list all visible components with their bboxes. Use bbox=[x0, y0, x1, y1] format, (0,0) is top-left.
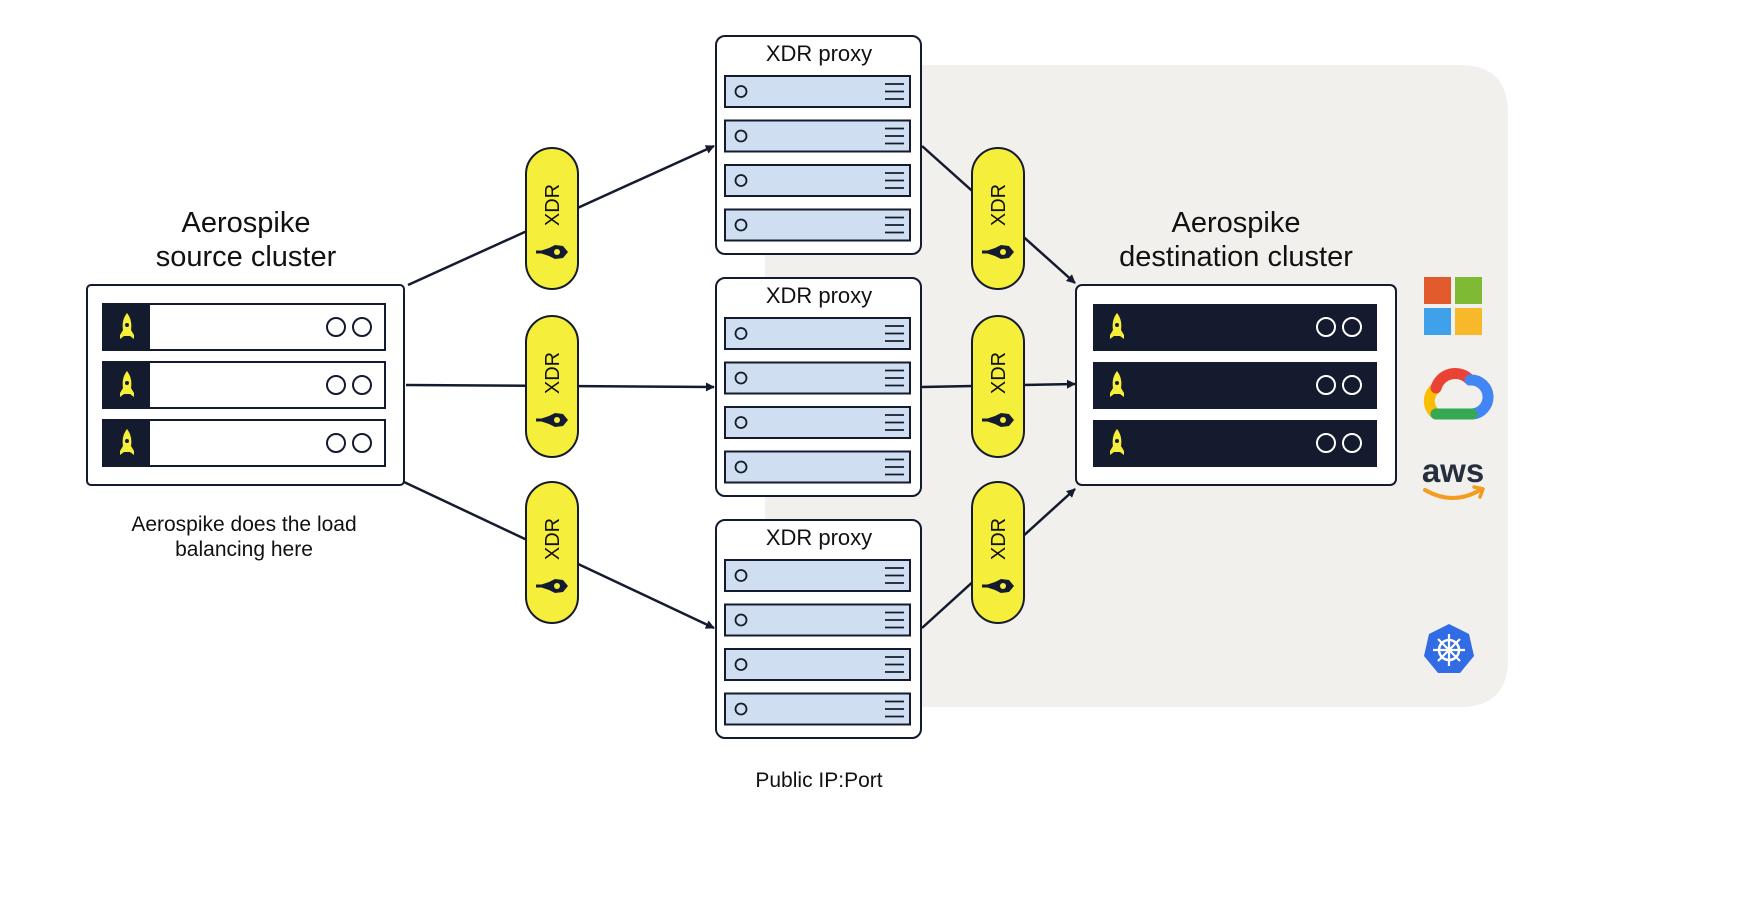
xdr-proxy: XDR proxy bbox=[715, 35, 922, 255]
status-light-icon bbox=[1342, 433, 1362, 453]
server-led-icon bbox=[734, 129, 748, 143]
source-cluster-title-line2: source cluster bbox=[156, 241, 337, 273]
status-light-icon bbox=[326, 433, 346, 453]
proxy-server bbox=[724, 450, 911, 484]
server-led-icon bbox=[734, 416, 748, 429]
status-light-icon bbox=[352, 433, 372, 453]
server-vent-icon bbox=[885, 216, 904, 234]
server-vent-icon bbox=[885, 83, 904, 100]
status-light-icon bbox=[1316, 317, 1336, 337]
xdr-proxy-label: XDR proxy bbox=[766, 283, 872, 308]
proxy-server bbox=[724, 603, 911, 637]
proxy-server bbox=[724, 208, 911, 242]
load-balancing-note-line1: Aerospike does the load bbox=[131, 513, 356, 536]
status-light-icon bbox=[1316, 375, 1336, 395]
server-led-icon bbox=[734, 702, 748, 716]
server-vent-icon bbox=[885, 414, 904, 431]
xdr-badge: XDR bbox=[971, 147, 1025, 290]
server-vent-icon bbox=[885, 172, 904, 189]
server-vent-icon bbox=[885, 700, 904, 718]
xdr-badge: XDR bbox=[971, 481, 1025, 624]
source-node bbox=[102, 361, 386, 409]
proxy-server bbox=[724, 317, 911, 350]
xdr-proxy-label: XDR proxy bbox=[766, 41, 872, 66]
source-node bbox=[102, 303, 386, 351]
xdr-proxy: XDR proxy bbox=[715, 519, 922, 739]
proxy-server bbox=[724, 75, 911, 108]
server-led-icon bbox=[734, 569, 748, 582]
source-node bbox=[102, 419, 386, 467]
server-vent-icon bbox=[885, 127, 904, 145]
server-led-icon bbox=[734, 371, 748, 385]
destination-cluster-title-line2: destination cluster bbox=[1119, 241, 1353, 273]
source-cluster-title-line1: Aerospike bbox=[182, 207, 311, 239]
xdr-badge-label: XDR bbox=[988, 518, 1010, 560]
status-light-icon bbox=[1316, 433, 1336, 453]
proxy-server bbox=[724, 119, 911, 153]
public-ip-port-label: Public IP:Port bbox=[755, 769, 882, 792]
source-cluster: Aerospike source cluster Aerospike does … bbox=[86, 207, 405, 561]
xdr-badge: XDR bbox=[525, 481, 579, 624]
xdr-proxy: XDR proxy bbox=[715, 277, 922, 497]
server-led-icon bbox=[734, 658, 748, 671]
google-cloud-icon bbox=[1423, 368, 1494, 420]
proxy-server bbox=[724, 164, 911, 197]
status-light-icon bbox=[326, 375, 346, 395]
proxy-server bbox=[724, 692, 911, 726]
server-led-icon bbox=[734, 327, 748, 340]
server-led-icon bbox=[734, 460, 748, 474]
proxy-server bbox=[724, 648, 911, 681]
xdr-badge-label: XDR bbox=[988, 352, 1010, 394]
xdr-badge-label: XDR bbox=[542, 352, 564, 394]
proxy-server bbox=[724, 559, 911, 592]
server-vent-icon bbox=[885, 369, 904, 387]
microsoft-azure-icon bbox=[1424, 277, 1482, 335]
proxy-server bbox=[724, 406, 911, 439]
xdr-badge: XDR bbox=[525, 315, 579, 458]
xdr-badge: XDR bbox=[971, 315, 1025, 458]
xdr-badge-label: XDR bbox=[542, 518, 564, 560]
status-light-icon bbox=[1342, 375, 1362, 395]
destination-node bbox=[1093, 420, 1377, 467]
xdr-badge: XDR bbox=[525, 147, 579, 290]
server-vent-icon bbox=[885, 567, 904, 584]
server-vent-icon bbox=[885, 656, 904, 673]
status-light-icon bbox=[352, 375, 372, 395]
server-led-icon bbox=[734, 613, 748, 627]
aws-logo-text: aws bbox=[1422, 452, 1484, 489]
destination-node bbox=[1093, 304, 1377, 351]
xdr-badge-label: XDR bbox=[542, 184, 564, 226]
status-light-icon bbox=[352, 317, 372, 337]
xdr-badge-label: XDR bbox=[988, 184, 1010, 226]
server-vent-icon bbox=[885, 611, 904, 629]
status-light-icon bbox=[326, 317, 346, 337]
destination-cluster: Aerospike destination cluster bbox=[1075, 207, 1397, 486]
server-led-icon bbox=[734, 174, 748, 187]
server-vent-icon bbox=[885, 325, 904, 342]
server-led-icon bbox=[734, 218, 748, 232]
kubernetes-icon bbox=[1424, 624, 1474, 673]
server-vent-icon bbox=[885, 458, 904, 476]
status-light-icon bbox=[1342, 317, 1362, 337]
proxy-server bbox=[724, 361, 911, 395]
destination-cluster-title-line1: Aerospike bbox=[1172, 207, 1301, 239]
aws-icon: aws bbox=[1422, 452, 1485, 500]
server-led-icon bbox=[734, 85, 748, 98]
destination-node bbox=[1093, 362, 1377, 409]
load-balancing-note-line2: balancing here bbox=[175, 538, 313, 561]
xdr-proxy-label: XDR proxy bbox=[766, 525, 872, 550]
